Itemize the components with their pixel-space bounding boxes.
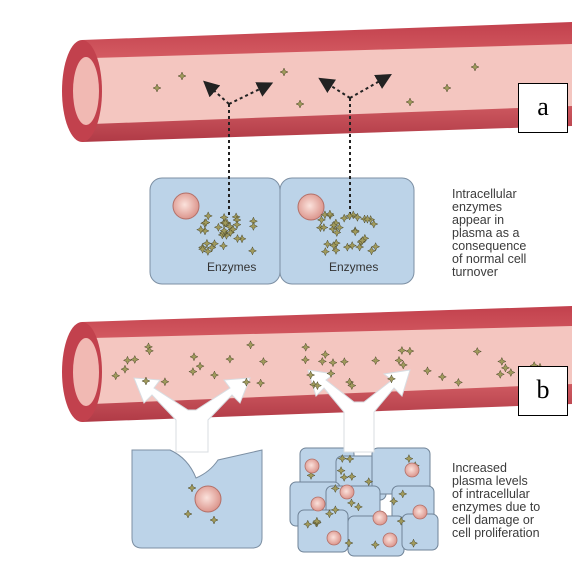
panel-label-b: b: [518, 366, 568, 416]
enzymes-label-left: Enzymes: [207, 260, 256, 274]
nucleus-small: [311, 497, 325, 511]
nucleus-a-left: [173, 193, 199, 219]
nucleus-small: [383, 533, 397, 547]
caption-a: Intracellular enzymes appear in plasma a…: [452, 188, 526, 279]
enzymes-label-right: Enzymes: [329, 260, 378, 274]
nucleus-small: [413, 505, 427, 519]
panel-label-a: a: [518, 83, 568, 133]
nucleus-small: [373, 511, 387, 525]
blood-vessel-a: [62, 22, 572, 142]
nucleus-small: [327, 531, 341, 545]
nucleus-a-right: [298, 194, 324, 220]
caption-b: Increased plasma levels of intracellular…: [452, 462, 540, 540]
blood-vessel-b: [62, 306, 572, 422]
nucleus-small: [340, 485, 354, 499]
nucleus-small: [305, 459, 319, 473]
nucleus-small: [405, 463, 419, 477]
nucleus-damaged-cell: [195, 486, 221, 512]
